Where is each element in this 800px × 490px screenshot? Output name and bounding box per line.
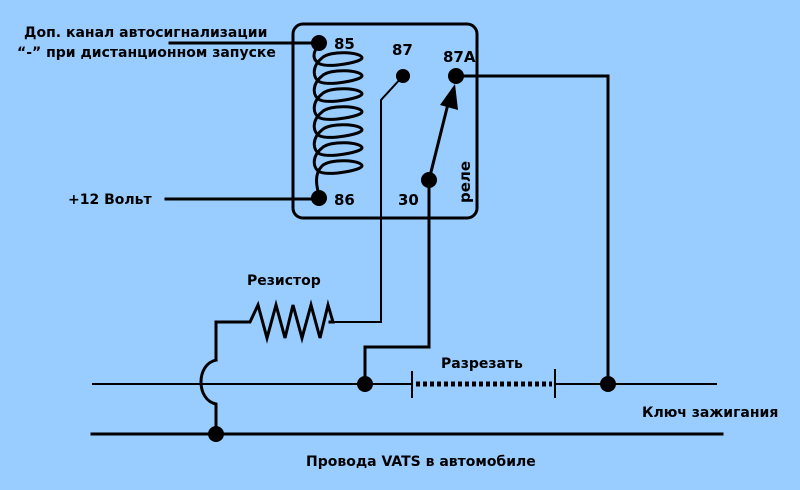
remote-start-label-line1: Доп. канал автосигнализации bbox=[24, 25, 267, 41]
junction-resistor-vats bbox=[208, 426, 224, 442]
junction-30-vats bbox=[357, 376, 373, 392]
junction-87a-vats bbox=[600, 376, 616, 392]
pin-30-label: 30 bbox=[398, 191, 419, 209]
wire-30 bbox=[363, 178, 431, 385]
wire-87 bbox=[330, 75, 404, 323]
pin-86-label: 86 bbox=[334, 191, 355, 209]
wire-87a bbox=[454, 74, 610, 385]
relay-coil bbox=[312, 41, 364, 200]
cut-label: Разрезать bbox=[441, 356, 523, 372]
switch-arm bbox=[427, 94, 452, 182]
plus12-label: +12 Вольт bbox=[68, 192, 152, 208]
resistor-symbol bbox=[214, 299, 336, 362]
relay-label: реле bbox=[456, 161, 474, 203]
switch-arrow-icon bbox=[440, 84, 458, 110]
pin-85-label: 85 bbox=[334, 35, 355, 53]
pin-87-label: 87 bbox=[392, 41, 413, 59]
resistor-label: Резистор bbox=[247, 273, 321, 289]
relay-housing bbox=[291, 22, 479, 220]
remote-start-label-line2: “-” при дистанционном запуске bbox=[17, 45, 276, 61]
vats-wires-label: Провода VATS в автомобиле bbox=[306, 454, 536, 470]
ignition-key-label: Ключ зажигания bbox=[642, 405, 778, 421]
wire-crossover bbox=[199, 358, 218, 436]
pin-87a-label: 87A bbox=[443, 48, 476, 66]
